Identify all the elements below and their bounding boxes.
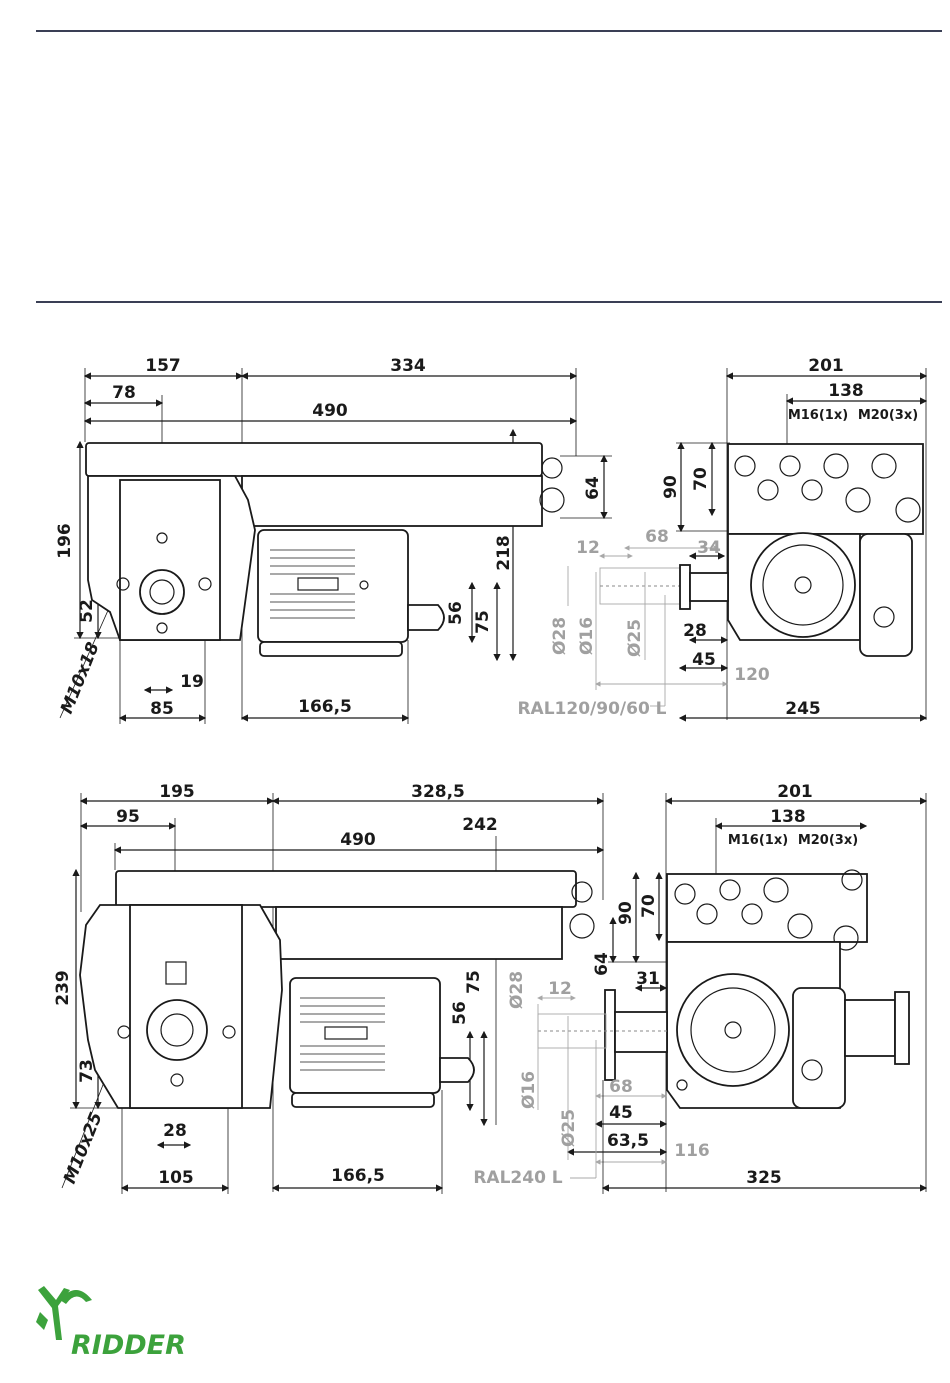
dim-490: 490 <box>312 401 348 421</box>
dim-31: 31 <box>636 969 660 989</box>
label-m16: M16(1x) <box>788 408 848 423</box>
dim-70: 70 <box>639 894 659 918</box>
dim-68: 68 <box>645 527 669 547</box>
dim-138: 138 <box>770 807 806 827</box>
dim-64: 64 <box>592 952 612 976</box>
dim-218: 218 <box>494 535 514 571</box>
dim-196: 196 <box>55 523 75 559</box>
dim-68: 68 <box>609 1077 633 1097</box>
ridder-logo: RIDDER <box>36 1286 186 1361</box>
dim-328-5: 328,5 <box>411 782 465 802</box>
dim-105: 105 <box>158 1168 194 1188</box>
dim-dia25: Ø25 <box>559 1109 579 1147</box>
dim-56: 56 <box>450 1001 470 1025</box>
dim-245: 245 <box>785 699 821 719</box>
dim-28: 28 <box>683 621 707 641</box>
dim-52: 52 <box>77 599 97 623</box>
dim-64: 64 <box>583 476 603 500</box>
dim-239: 239 <box>53 970 73 1006</box>
dim-dia28: Ø28 <box>550 617 570 655</box>
dim-195: 195 <box>159 782 195 802</box>
dim-334: 334 <box>390 356 426 376</box>
logo-wordmark: RIDDER <box>71 1330 186 1361</box>
dim-78: 78 <box>112 383 136 403</box>
dim-138: 138 <box>828 381 864 401</box>
dim-201: 201 <box>808 356 844 376</box>
shaft-label-top: RAL120/90/60 L <box>517 699 666 719</box>
dim-166-5: 166,5 <box>298 697 352 717</box>
dim-12: 12 <box>548 979 572 999</box>
dim-m10x25: M10x25 <box>60 1110 107 1187</box>
dim-dia16: Ø16 <box>519 1071 539 1109</box>
label-m16: M16(1x) <box>728 833 788 848</box>
dim-116: 116 <box>674 1141 710 1161</box>
dim-166-5: 166,5 <box>331 1166 385 1186</box>
dim-70: 70 <box>691 467 711 491</box>
dim-34: 34 <box>697 538 721 558</box>
dim-dia25: Ø25 <box>625 619 645 657</box>
dim-120: 120 <box>734 665 770 685</box>
dim-63-5: 63,5 <box>607 1131 649 1151</box>
dim-85: 85 <box>150 699 174 719</box>
bottom-end-view <box>538 793 926 1194</box>
dim-325: 325 <box>746 1168 782 1188</box>
dim-90: 90 <box>616 901 636 925</box>
dim-157: 157 <box>145 356 181 376</box>
dim-75: 75 <box>473 610 493 634</box>
label-m20: M20(3x) <box>858 408 918 423</box>
dim-90: 90 <box>661 475 681 499</box>
dim-45: 45 <box>609 1103 633 1123</box>
dim-dia16: Ø16 <box>577 617 597 655</box>
dim-242: 242 <box>462 815 498 835</box>
label-m20: M20(3x) <box>798 833 858 848</box>
top-side-view <box>60 368 612 724</box>
dim-490: 490 <box>340 830 376 850</box>
dim-56: 56 <box>446 601 466 625</box>
shaft-label-bottom: RAL240 L <box>473 1168 562 1188</box>
dim-201: 201 <box>777 782 813 802</box>
dim-95: 95 <box>116 807 140 827</box>
dim-dia28: Ø28 <box>507 971 527 1009</box>
dim-45: 45 <box>692 650 716 670</box>
dim-28: 28 <box>163 1121 187 1141</box>
dim-75: 75 <box>464 970 484 994</box>
dim-m10x18: M10x18 <box>57 639 104 716</box>
dim-19: 19 <box>180 672 204 692</box>
dim-73: 73 <box>77 1059 97 1083</box>
dim-12: 12 <box>576 538 600 558</box>
